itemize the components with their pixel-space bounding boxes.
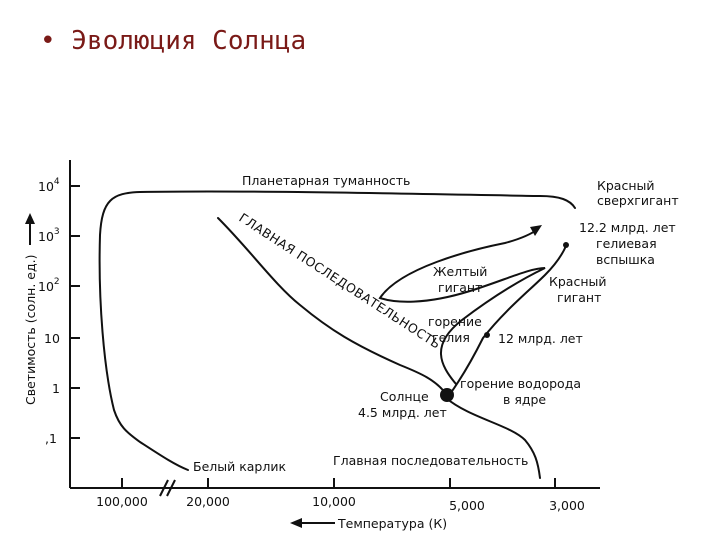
y-tick-label: 10 (44, 331, 60, 346)
age-12-point (484, 332, 490, 338)
y-tick-label: 102 (38, 277, 60, 294)
label-helium-flash-2: вспышка (596, 252, 655, 267)
label-sun: Солнце (380, 389, 429, 404)
x-axis-label: Температура (К) (337, 516, 447, 531)
y-tick-label: ,1 (45, 431, 57, 446)
label-planetary-nebula: Планетарная туманность (242, 173, 410, 188)
sun-dot (440, 388, 454, 402)
label-red-giant-2: гигант (557, 290, 601, 305)
label-white-dwarf: Белый карлик (193, 459, 286, 474)
label-sun-age: 4.5 млрд. лет (358, 405, 447, 420)
x-tick-label: 20,000 (186, 494, 230, 509)
label-red-supergiant-2: сверхгигант (597, 193, 679, 208)
label-red-giant: Красный (549, 274, 607, 289)
axis-break-icon (159, 479, 176, 497)
label-hydrogen-burning-2: в ядре (503, 392, 546, 407)
planetary-nebula-track (98, 190, 576, 471)
helium-burning-loop (378, 228, 546, 385)
main-sequence-curve (217, 217, 447, 395)
slide-title: • Эволюция Солнца (40, 26, 307, 56)
y-tick-label: 1 (52, 381, 60, 396)
label-main-sequence-bottom: Главная последовательность (333, 453, 528, 468)
label-helium-flash: гелиевая (596, 236, 657, 251)
x-tick-label: 100,000 (96, 494, 148, 509)
arrow-head-icon (530, 225, 542, 236)
x-tick-label: 10,000 (312, 494, 356, 509)
label-helium-burning: горение (428, 314, 482, 329)
y-tick-label: 104 (38, 177, 60, 194)
y-axis-ticks (70, 185, 80, 439)
y-axis-label: Светимость (солн. ед.) (23, 255, 38, 405)
main-sequence-lower-curve (445, 397, 541, 479)
label-main-sequence-diagonal: ГЛАВНАЯ ПОСЛЕДОВАТЕЛЬНОСТЬ (236, 210, 443, 352)
label-yellow-giant: Желтый (433, 264, 487, 279)
label-yellow-giant-2: гигант (438, 280, 482, 295)
arrow-up-icon (25, 213, 35, 245)
y-tick-label: 103 (38, 227, 60, 244)
label-hydrogen-burning: горение водорода (460, 376, 581, 391)
x-tick-label: 3,000 (549, 498, 585, 513)
label-age-12: 12 млрд. лет (498, 331, 583, 346)
helium-flash-point (563, 242, 569, 248)
label-red-supergiant: Красный (597, 178, 655, 193)
x-axis-ticks (121, 478, 556, 488)
x-tick-label: 5,000 (449, 498, 485, 513)
label-age-12-2: 12.2 млрд. лет (579, 220, 676, 235)
label-helium-burning-2: гелия (432, 330, 470, 345)
arrow-left-icon (290, 518, 335, 528)
red-giant-branch-curve (449, 245, 567, 395)
